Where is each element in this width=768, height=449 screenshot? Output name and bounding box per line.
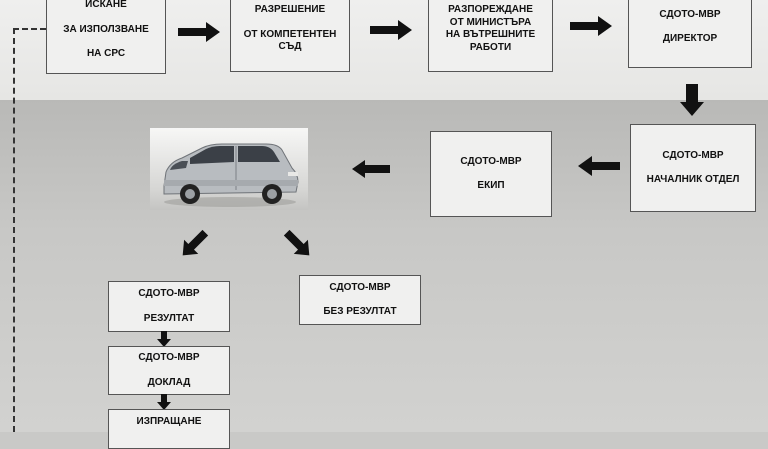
box-request: ИСКАНЕ ЗА ИЗПОЛЗВАНЕ НА СРС [46,0,166,74]
box-request-line: ЗА ИЗПОЛЗВАНЕ [63,23,149,35]
box-minister-line: РАЗПОРЕЖДАНЕ [448,4,533,15]
box-minister-line: РАБОТИ [469,41,512,53]
box-report-line: ДОКЛАД [147,376,191,388]
arrow-left-icon [352,160,390,178]
box-request-line: ИСКАНЕ [85,0,127,11]
feedback-dashed-line [13,28,15,432]
arrow-right-icon [370,20,412,40]
box-team: СДОТО-МВР ЕКИП [430,131,552,217]
arrow-down-icon [157,394,171,410]
arrow-left-icon [578,156,620,176]
vehicle-photo [150,128,308,210]
box-result-line: РЕЗУЛТАТ [143,312,195,324]
arrow-down-icon [157,331,171,347]
box-minister: РАЗПОРЕЖДАНЕ ОТ МИНИСТЪРА НА ВЪТРЕШНИТЕ … [428,0,553,72]
box-sending-line: ИЗПРАЩАНЕ [136,416,202,427]
arrow-down-right-icon [283,229,310,256]
feedback-dashed-connector [13,28,46,30]
box-director-line: ДИРЕКТОР [662,33,718,44]
box-report: СДОТО-МВР ДОКЛАД [108,346,230,395]
box-director-line: СДОТО-МВР [659,8,721,20]
box-result: СДОТО-МВР РЕЗУЛТАТ [108,281,230,332]
box-no-result-line: БЕЗ РЕЗУЛТАТ [323,306,397,317]
minivan-icon [163,143,299,207]
box-head-line: СДОТО-МВР [662,149,724,161]
box-head-line: НАЧАЛНИК ОТДЕЛ [646,174,740,185]
box-head: СДОТО-МВР НАЧАЛНИК ОТДЕЛ [630,124,756,212]
box-sending: ИЗПРАЩАНЕ [108,409,230,449]
box-court-line: ОТ КОМПЕТЕНТЕН [243,28,337,40]
box-result-line: СДОТО-МВР [138,288,200,299]
box-minister-line: ОТ МИНИСТЪРА [449,16,532,28]
box-court-line: РАЗРЕШЕНИЕ [254,4,326,16]
box-no-result: СДОТО-МВР БЕЗ РЕЗУЛТАТ [299,275,421,325]
arrow-right-icon [178,22,220,42]
arrow-down-icon [680,84,704,116]
arrow-right-icon [570,16,612,36]
box-team-line: СДОТО-МВР [460,155,522,167]
arrow-down-left-icon [182,229,209,256]
box-court: РАЗРЕШЕНИЕ ОТ КОМПЕТЕНТЕН СЪД [230,0,350,72]
box-director: СДОТО-МВР ДИРЕКТОР [628,0,752,68]
box-no-result-line: СДОТО-МВР [329,281,391,293]
box-court-line: СЪД [278,41,302,53]
box-minister-line: НА ВЪТРЕШНИТЕ [445,29,536,40]
box-request-line: НА СРС [86,48,126,60]
box-report-line: СДОТО-МВР [138,352,200,363]
box-team-line: ЕКИП [477,180,505,191]
